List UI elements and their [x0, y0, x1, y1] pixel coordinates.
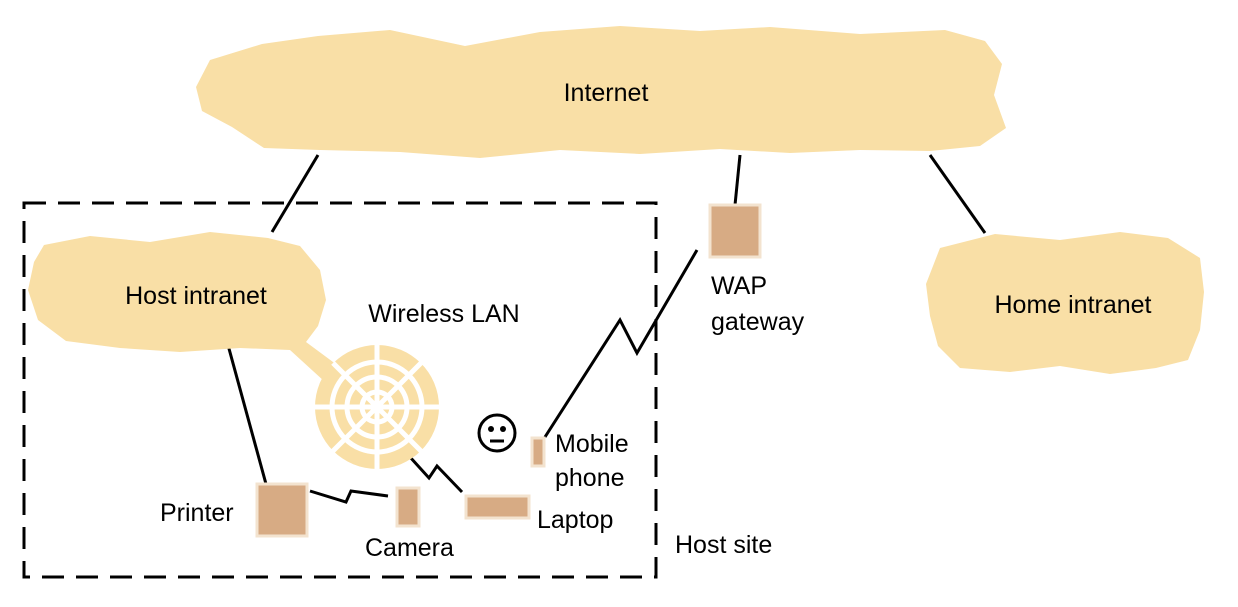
printer-label: Printer [160, 499, 234, 527]
home-intranet-cloud [926, 232, 1204, 374]
camera-label: Camera [365, 534, 454, 562]
connections [226, 154, 987, 504]
link-wireless-lan-laptop [398, 444, 464, 494]
mobile-phone-label-line2: phone [555, 464, 625, 492]
host-site-label: Host site [675, 531, 772, 559]
wap-gateway-device [708, 203, 762, 259]
link-internet-wap-gateway [733, 154, 742, 206]
host-intranet-label: Host intranet [125, 282, 267, 310]
printer-device [255, 482, 309, 538]
mobile-phone-label-line1: Mobile [555, 430, 629, 458]
home-intranet-label: Home intranet [994, 291, 1151, 319]
mobile-phone-device [530, 436, 546, 468]
host-site-boundary [22, 201, 658, 579]
wap-gateway-label-line2: gateway [711, 308, 805, 336]
user-face-icon [477, 413, 517, 453]
laptop-label: Laptop [537, 506, 613, 534]
link-printer-camera-wireless [309, 489, 389, 504]
link-internet-home-intranet [928, 154, 987, 234]
camera-device [395, 486, 421, 528]
link-internet-host-intranet [270, 154, 320, 233]
wap-gateway-label-line1: WAP [711, 272, 767, 300]
wireless-lan-label: Wireless LAN [368, 300, 519, 328]
link-host-intranet-printer [226, 344, 268, 485]
laptop-device [464, 494, 531, 520]
internet-label: Internet [564, 79, 649, 107]
link-mobile-wap-wireless [543, 249, 699, 438]
host-intranet-cloud [28, 232, 360, 392]
wireless-lan-icon [315, 345, 439, 469]
internet-cloud [196, 26, 1006, 158]
